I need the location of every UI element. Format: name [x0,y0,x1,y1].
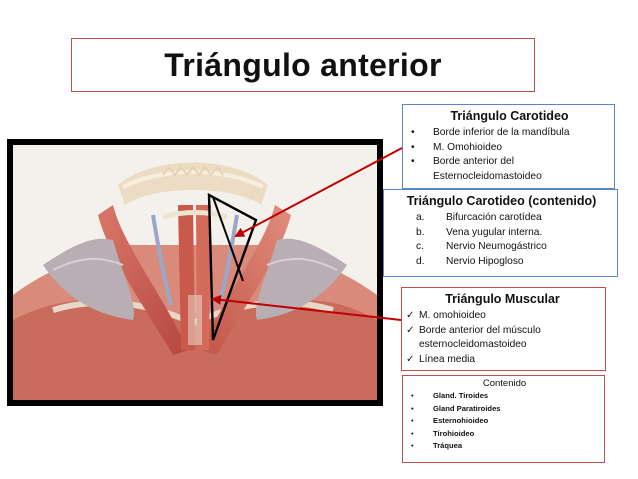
list-item-text: Borde inferior de la mandíbula [433,127,570,139]
list-item: ✓ Borde anterior del músculo esternocleid… [406,324,599,353]
list-item: b. Vena yugular interna. [392,226,611,240]
list-item: a. Bifurcación carotídea [392,211,611,225]
list-item: ✓ M. omohioideo [406,309,599,323]
list-item: d. Nervio Hipogloso [392,255,611,269]
list-item-text: Bifurcación carotídea [446,212,542,224]
bullet-marker: • [411,403,414,413]
carotid-contents-heading: Triángulo Carotideo (contenido) [406,194,597,208]
bullet-marker: • [411,416,414,426]
list-item: • Gland. Tiroides [411,390,598,402]
letter-marker: d. [416,255,425,267]
list-item-text: Vena yugular interna. [446,226,543,238]
neck-anatomy-image [7,139,383,406]
list-item: • Tirohioideo [411,428,598,440]
muscular-triangle-box: Triángulo Muscular ✓ M. omohioideo ✓ Borde… [401,287,606,371]
list-item-text: Nervio Hipogloso [446,255,524,267]
muscular-contents-list: • Gland. Tiroides • Gland Paratiroides • Es… [411,390,598,452]
neck-illustration [13,145,377,400]
list-item-text: Línea media [419,353,476,365]
checkmark-icon: ✓ [406,324,415,336]
bullet-marker: • [411,141,415,153]
list-item: • Gland Paratiroides [411,403,598,415]
list-item: • Tráquea [411,440,598,452]
list-item-text: Nervio Neumogástrico [446,241,547,253]
list-item: • Borde anterior del Esternocleidomastoid… [411,155,608,184]
list-item-text: Gland Paratiroides [433,403,501,413]
list-item: • Esternohioideo [411,415,598,427]
title-box: Triángulo anterior [71,38,535,92]
list-item-text: Gland. Tiroides [433,391,489,401]
list-item-text: M. Omohioideo [433,141,503,153]
bullet-marker: • [411,428,414,438]
list-item-text: Tráquea [433,441,463,451]
letter-marker: b. [416,226,425,238]
checkmark-icon: ✓ [406,310,415,322]
checkmark-icon: ✓ [406,353,415,365]
carotid-contents-list: a. Bifurcación carotídea b. Vena yugular i… [392,211,611,269]
list-item: c. Nervio Neumogástrico [392,240,611,254]
bullet-marker: • [411,156,415,168]
muscular-contents-heading: Contenido [482,378,527,389]
carotid-contents-box: Triángulo Carotideo (contenido) a. Bifurc… [383,189,618,277]
carotid-triangle-box: Triángulo Carotideo • Borde inferior de l… [402,104,615,189]
muscular-triangle-list: ✓ M. omohioideo ✓ Borde anterior del múscu… [406,309,599,367]
list-item-text: M. omohioideo [419,310,486,322]
bullet-marker: • [411,127,415,139]
list-item-text: Borde anterior del Esternocleidomastoide… [433,156,542,182]
page-title: Triángulo anterior [164,46,442,83]
bullet-marker: • [411,391,414,401]
carotid-triangle-list: • Borde inferior de la mandíbula • M. Omoh… [411,126,608,184]
list-item: • M. Omohioideo [411,141,608,155]
bullet-marker: • [411,441,414,451]
letter-marker: a. [416,212,425,224]
list-item-text: Tirohioideo [433,428,475,438]
list-item-text: Esternohioideo [433,416,489,426]
carotid-triangle-heading: Triángulo Carotideo [450,109,569,123]
letter-marker: c. [416,241,424,253]
muscular-contents-box: Contenido • Gland. Tiroides • Gland Parati… [402,375,605,463]
list-item: ✓ Línea media [406,353,599,367]
muscular-triangle-heading: Triángulo Muscular [445,292,560,306]
list-item-text: Borde anterior del músculo esternocleido… [419,324,541,351]
list-item: • Borde inferior de la mandíbula [411,126,608,140]
